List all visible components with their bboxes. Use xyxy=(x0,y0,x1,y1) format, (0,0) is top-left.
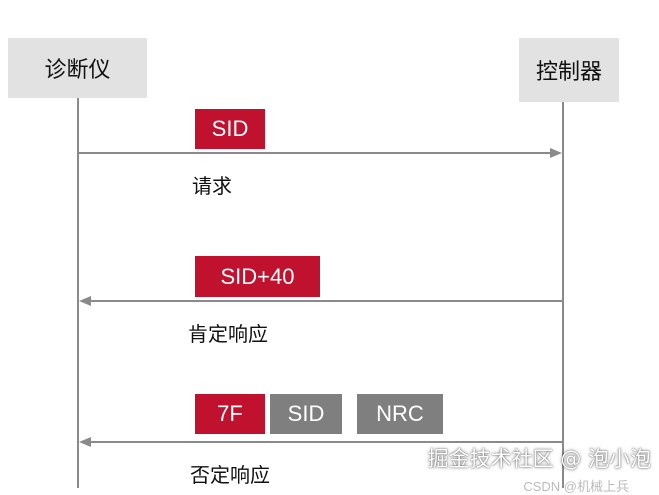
lifeline-right xyxy=(562,102,564,488)
message-3-label: 否定响应 xyxy=(190,463,270,487)
message-2-label: 肯定响应 xyxy=(188,322,268,346)
message-3-tag-nrc: NRC xyxy=(357,394,443,434)
message-3-arrow xyxy=(79,437,563,447)
participant-left-label: 诊断仪 xyxy=(44,58,111,83)
participant-diagnostic-tester: 诊断仪 xyxy=(8,38,147,98)
message-3-tag-sid: SID xyxy=(270,394,342,434)
message-2-arrow xyxy=(79,296,563,306)
participant-right-label: 控制器 xyxy=(535,60,602,85)
lifeline-left xyxy=(77,98,79,488)
watermark-sub: CSDN @机械上兵 xyxy=(523,479,629,494)
message-1-tag-sid: SID xyxy=(195,109,265,149)
message-1-arrow xyxy=(78,148,562,158)
watermark: 掘金技术社区 @ 泡小泡 xyxy=(427,447,651,471)
participant-controller: 控制器 xyxy=(519,38,619,102)
message-2-tag-sid-plus-40: SID+40 xyxy=(195,256,320,297)
message-3-tag-7f: 7F xyxy=(195,394,265,434)
message-1-label: 请求 xyxy=(192,174,232,198)
